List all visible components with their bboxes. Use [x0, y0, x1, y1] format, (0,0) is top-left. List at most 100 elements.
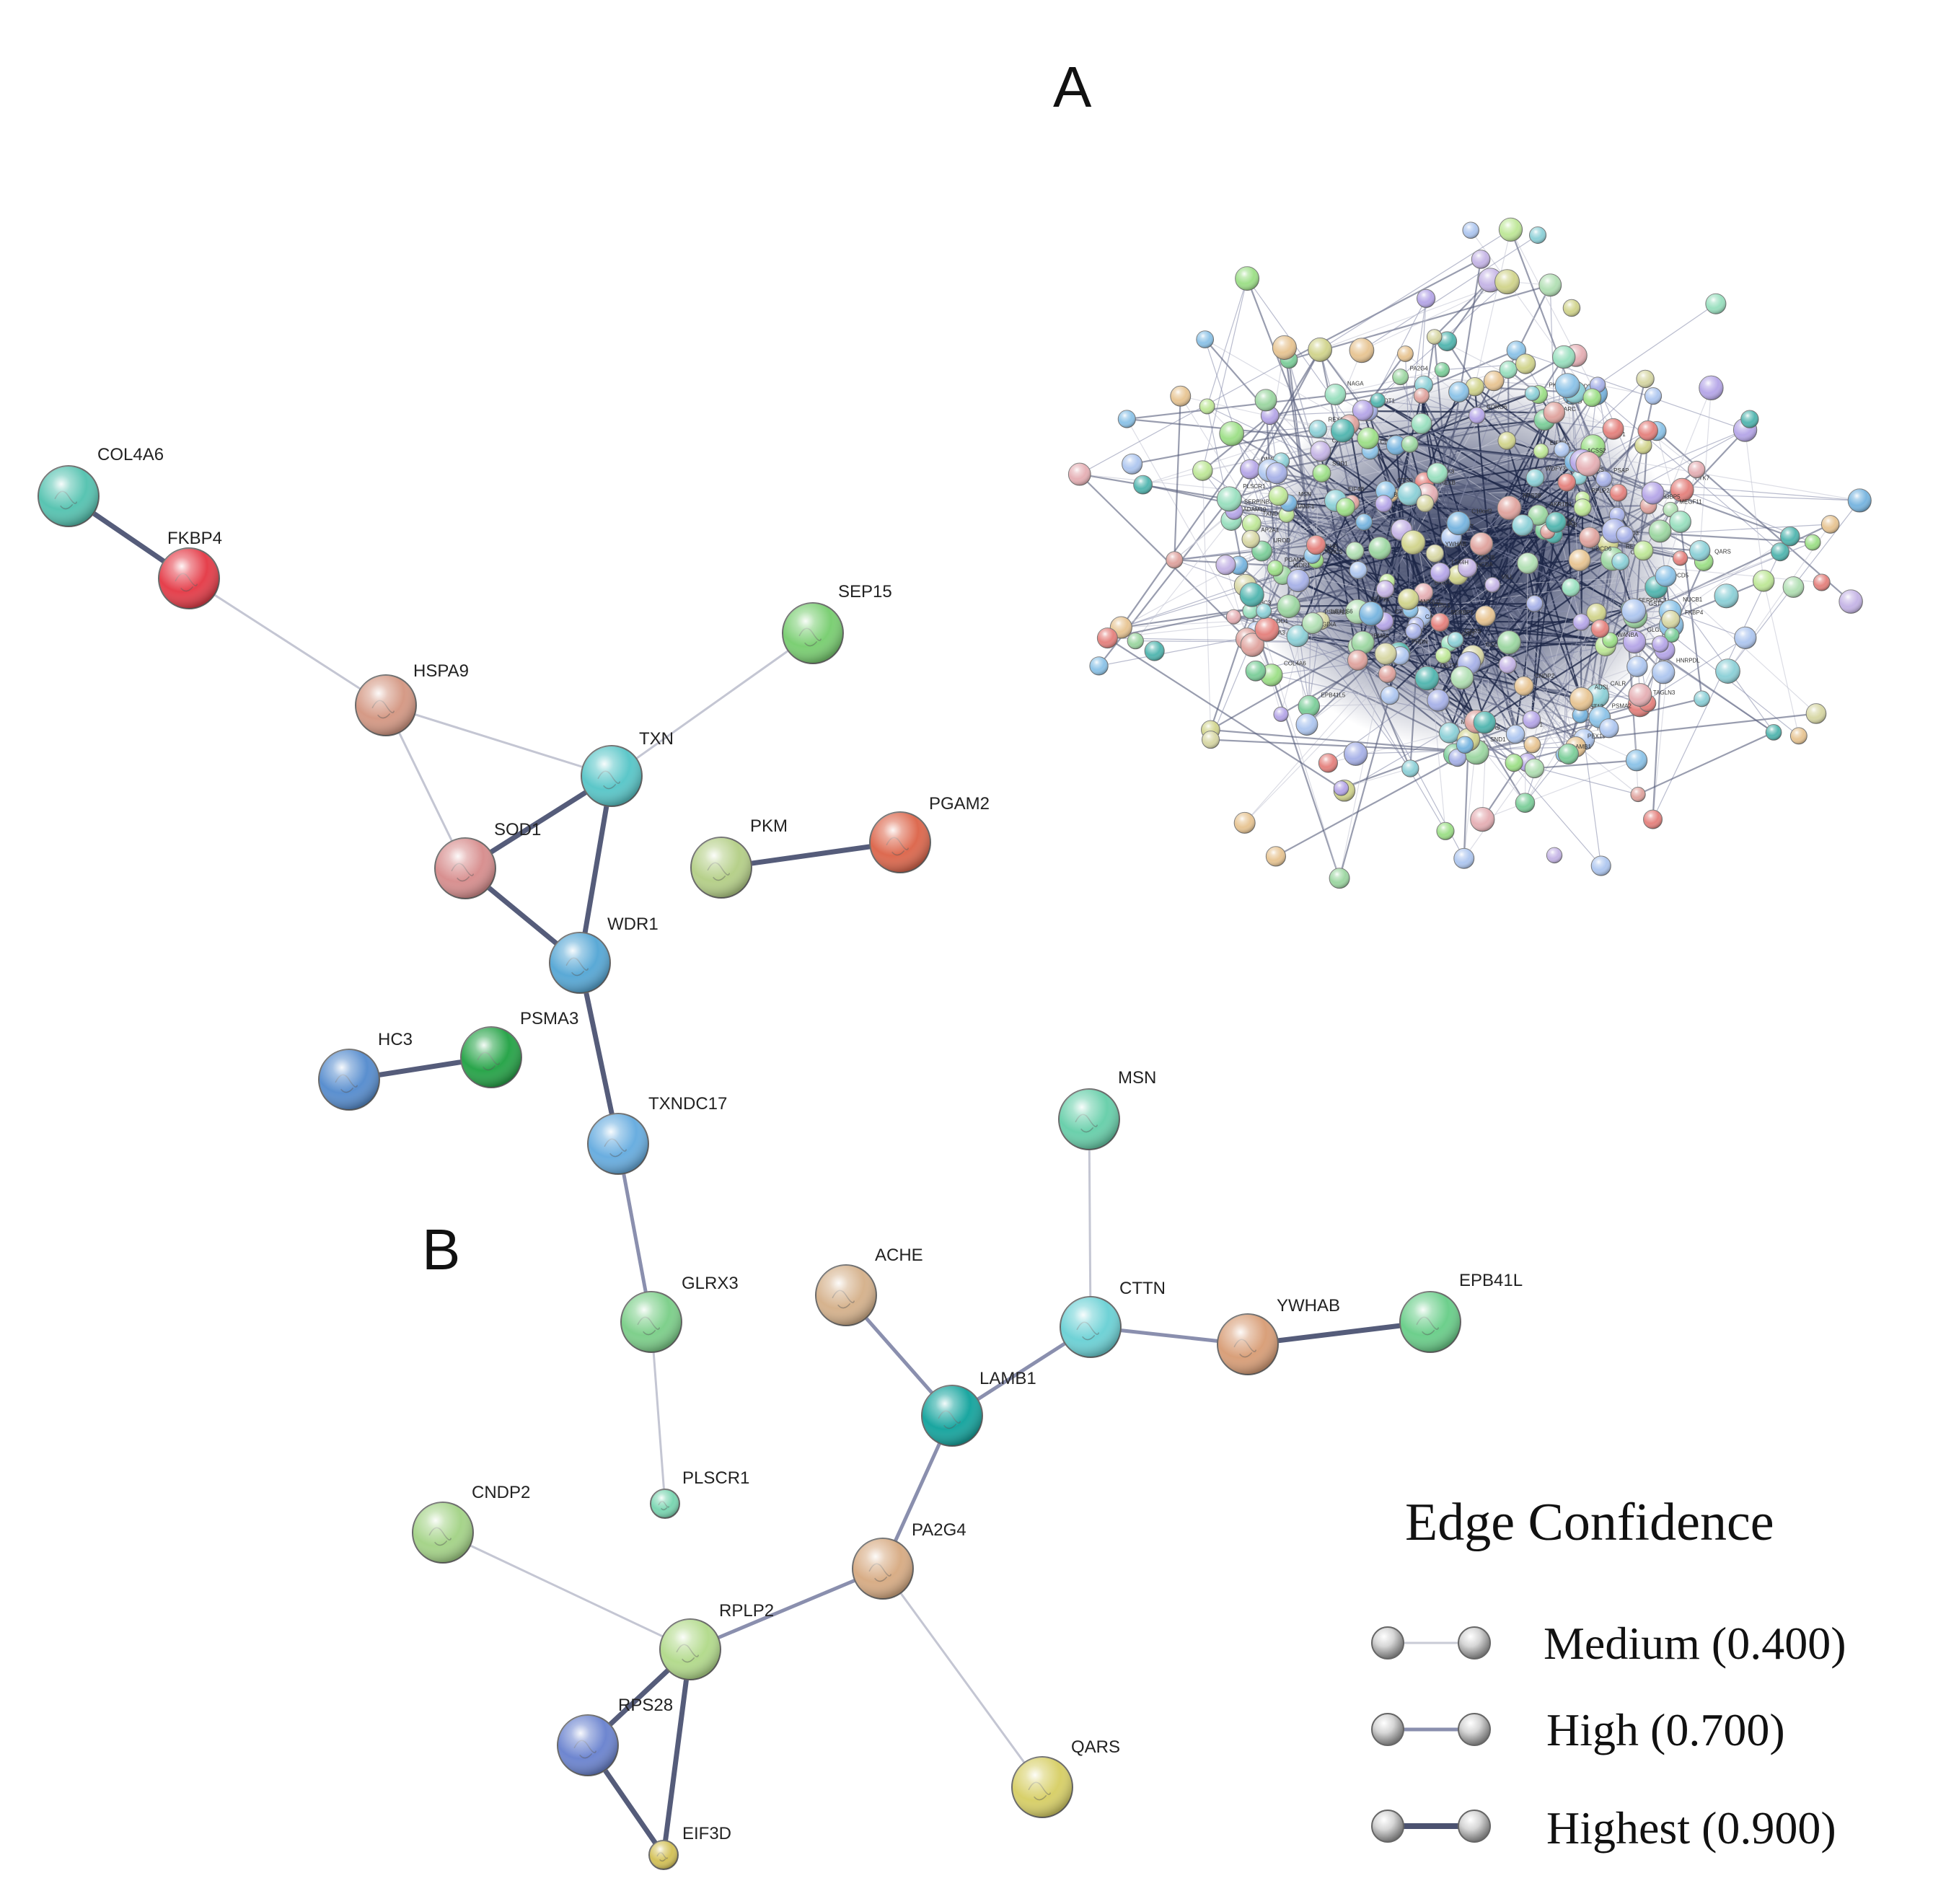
network-a-node[interactable] [1166, 551, 1184, 569]
network-a-node[interactable] [1515, 793, 1536, 813]
network-a-node[interactable] [1401, 435, 1419, 453]
network-a-node[interactable] [1522, 710, 1541, 729]
network-a-node[interactable] [1330, 418, 1355, 443]
network-a-node[interactable] [1579, 526, 1600, 549]
network-a-node[interactable] [1664, 627, 1680, 643]
network-a-node[interactable] [1359, 601, 1384, 627]
node-plscr1[interactable]: PLSCR1 [650, 1468, 749, 1519]
network-a-node[interactable]: VILL [1484, 574, 1514, 593]
network-a-node[interactable] [1552, 345, 1576, 369]
network-a-node[interactable] [1199, 398, 1215, 415]
network-a-node[interactable] [1602, 418, 1624, 440]
node-col4a6[interactable]: COL4A6 [38, 445, 164, 527]
network-a-node[interactable] [1515, 353, 1536, 374]
network-a-node[interactable] [1609, 483, 1628, 502]
network-a-node[interactable] [1554, 373, 1580, 399]
network-a-node[interactable] [1144, 640, 1165, 661]
network-a-node[interactable] [1637, 420, 1659, 441]
network-a-node[interactable]: TXNDC17 [1241, 511, 1289, 534]
network-a-node[interactable] [1804, 534, 1821, 551]
network-a-node[interactable]: NAGA [1324, 381, 1364, 405]
network-a-node[interactable] [1122, 453, 1143, 475]
network-a-node[interactable] [1239, 582, 1264, 607]
network-a-node[interactable] [1524, 758, 1545, 779]
network-a-node[interactable] [1636, 369, 1655, 389]
network-a-node[interactable] [1295, 713, 1318, 736]
network-a-node[interactable] [1233, 811, 1256, 834]
network-a-node[interactable] [1652, 635, 1669, 653]
network-a-node[interactable]: WDFY3 [1525, 465, 1566, 488]
network-a-node[interactable]: C10orf2 [1446, 508, 1492, 536]
network-a-node[interactable] [1473, 710, 1497, 734]
network-a-node[interactable] [1378, 664, 1396, 684]
network-a-node[interactable]: SERBP1 [1430, 609, 1474, 633]
network-a-node[interactable] [1752, 570, 1775, 592]
network-a-node[interactable] [1437, 331, 1458, 352]
node-qars[interactable]: QARS [1011, 1737, 1120, 1818]
network-a-node[interactable] [1771, 542, 1790, 562]
network-a-node[interactable] [1573, 498, 1592, 517]
network-a-node[interactable] [1557, 473, 1577, 492]
network-a-node[interactable] [1525, 595, 1544, 612]
network-a-node[interactable] [1351, 630, 1375, 655]
network-a-node[interactable] [1789, 727, 1807, 745]
network-a-node[interactable] [1497, 630, 1521, 655]
node-txn[interactable]: TXN [581, 729, 674, 807]
network-a-node[interactable] [1554, 441, 1570, 458]
network-a-node[interactable] [1661, 609, 1681, 630]
network-a-node[interactable] [1628, 683, 1652, 707]
network-a-node[interactable] [1254, 389, 1277, 412]
network-a-node[interactable] [1644, 387, 1663, 405]
network-a-node[interactable] [1765, 724, 1782, 741]
network-a-node[interactable] [1435, 647, 1452, 664]
node-ywhab[interactable]: YWHAB [1217, 1296, 1340, 1375]
network-a-node[interactable] [1096, 627, 1118, 649]
node-glrx3[interactable]: GLRX3 [620, 1274, 739, 1353]
network-a-node[interactable] [1545, 511, 1567, 533]
network-a-node[interactable] [1562, 299, 1581, 317]
network-a-node[interactable]: PSMA3 [1240, 630, 1285, 657]
network-a-node[interactable] [1117, 410, 1136, 428]
node-epb41l[interactable]: EPB41L [1399, 1271, 1523, 1353]
network-a-node[interactable]: ADSL [1569, 684, 1610, 712]
network-a-node[interactable] [1499, 360, 1518, 379]
network-a-node[interactable]: HNRPDL [1652, 658, 1701, 684]
network-a-node[interactable] [1820, 515, 1840, 534]
network-a-node[interactable] [1215, 555, 1236, 576]
network-a-node[interactable] [1813, 573, 1831, 591]
network-a-node[interactable] [1590, 855, 1611, 876]
network-a-node[interactable] [1625, 749, 1648, 772]
network-a-node[interactable] [1347, 649, 1368, 671]
network-a-node[interactable] [1715, 658, 1740, 684]
network-a-node[interactable] [1621, 598, 1647, 624]
network-a-node[interactable] [1427, 462, 1448, 484]
node-wdr1[interactable]: WDR1 [549, 914, 659, 994]
network-a-node[interactable] [1561, 578, 1581, 597]
network-a-node[interactable]: PTK7 [1670, 475, 1710, 502]
network-a-node[interactable] [1268, 485, 1289, 506]
network-a-node[interactable] [1349, 338, 1375, 363]
network-a-node[interactable] [1308, 338, 1333, 362]
network-a-node[interactable]: SOD1 [1312, 461, 1348, 483]
network-a-node[interactable] [1474, 605, 1496, 627]
network-a-node[interactable] [1256, 603, 1272, 620]
network-a-node[interactable] [1453, 847, 1475, 869]
network-a-node[interactable] [1343, 741, 1368, 766]
network-a-node[interactable] [1196, 330, 1215, 348]
network-a-node[interactable] [1511, 514, 1534, 537]
network-a-node[interactable] [1599, 718, 1619, 739]
network-a-node[interactable] [1616, 526, 1634, 544]
network-a-node[interactable] [1235, 266, 1260, 291]
network-a-node[interactable] [1448, 749, 1467, 767]
network-a-node[interactable]: YWHAB [1425, 541, 1466, 563]
network-a-node[interactable]: CMFB [1458, 555, 1495, 578]
network-a-node[interactable]: LTA4H [1430, 559, 1469, 583]
network-a-node[interactable]: AHC [1648, 516, 1685, 543]
network-a-node[interactable] [1626, 656, 1648, 677]
network-a-node[interactable] [1401, 759, 1419, 777]
network-a-node[interactable] [1586, 602, 1607, 624]
network-a-node[interactable] [1538, 273, 1562, 297]
network-a-node[interactable] [1602, 632, 1619, 648]
network-a-node[interactable]: AKR1B1 [1527, 501, 1572, 526]
network-a-node[interactable] [1582, 388, 1602, 407]
